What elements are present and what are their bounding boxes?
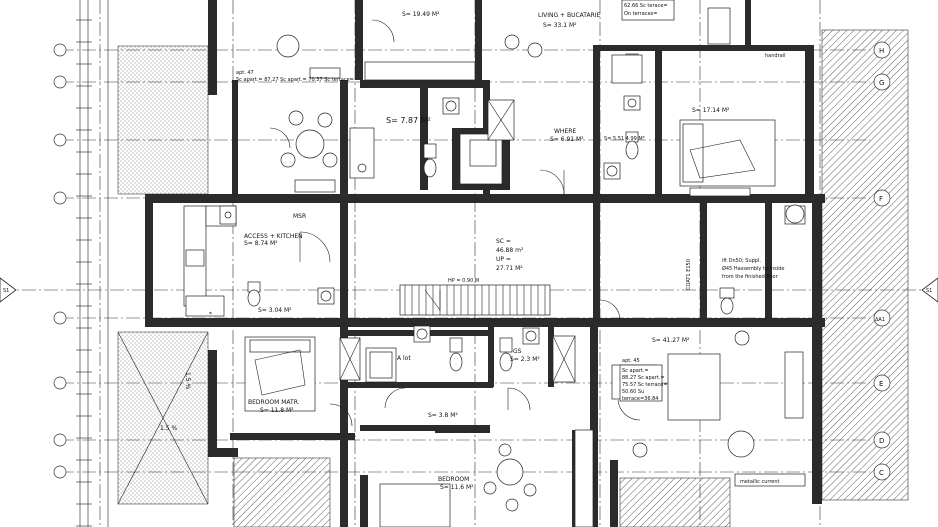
axis-label-e: E — [879, 380, 883, 388]
balcony-slope-2: 1.5 % — [160, 425, 177, 432]
axis-label-f: F — [879, 195, 883, 203]
grid-bubbles-right: H G F E D C ΔA1 — [873, 41, 891, 481]
duct-note-1: ift Dn50; Suppl. — [722, 258, 761, 264]
room-living-area: S= 33.1 M² — [543, 22, 577, 29]
room-small-area: S= 3.04 M² — [258, 307, 292, 314]
sc-value: 46.88 m² — [496, 247, 524, 254]
axis-label-c: C — [879, 469, 884, 477]
room-access-kitchen: ACCESS + KITCHEN — [244, 233, 303, 240]
room-bedroom-matr: BEDROOM MATR. — [248, 399, 300, 406]
apt45-line-4: 50.60 Su — [622, 389, 644, 395]
terrace-note-2: On terraces= — [624, 11, 657, 17]
duct-note-2: Ø45 Hassembly to inside — [722, 265, 784, 272]
duct-note-3: from the finished floor — [722, 274, 779, 280]
exterior-hatch-bottom-left — [233, 457, 331, 527]
room-access-area: S= 8.74 M² — [244, 240, 278, 247]
dimension-strip-left — [76, 0, 109, 527]
section-label-right: S1 — [926, 288, 932, 294]
room-bedroom-area: S= 11.6 M² — [440, 484, 474, 491]
section-marker-left: S1 — [0, 277, 17, 303]
room-living-bucatarie: LIVING + BUCATARIE — [538, 12, 601, 19]
room-gs: GS — [513, 348, 522, 355]
room-bedroom-matr-area: S= 11.8 M² — [260, 407, 294, 414]
terrace-note-1: 62.66 Sc terace= — [624, 3, 668, 9]
room-787: S= 7.87 M² — [386, 116, 431, 125]
walls — [145, 0, 825, 527]
door-swings — [269, 19, 641, 427]
exterior-hatch-right — [821, 29, 909, 501]
room-1714: S= 17.14 M² — [692, 107, 730, 114]
vertical-note: COAT1 E150 — [686, 259, 692, 290]
axis-label-g: G — [879, 79, 884, 87]
apt47-label: apt. 47 — [236, 70, 254, 76]
metallic-current-label: metallic current — [740, 479, 780, 485]
apt45-line-3: 75.57 Sc terrace= — [622, 382, 668, 388]
room-area-top-left: S= 19.49 M² — [402, 11, 440, 18]
apt45-line-2: 88.27 Sc apart.= — [622, 375, 665, 381]
apt47-areas: Sc apart.= 87.27 Sc apart.= 70.37 Sc ter… — [236, 77, 354, 83]
svg-text:*: * — [209, 311, 212, 318]
axis-label-h: H — [879, 47, 884, 55]
room-corridor-area: S= 3.8 M² — [428, 412, 458, 419]
sc-label: SC = — [496, 238, 511, 245]
room-where-area: S= 6.91 M² — [550, 136, 584, 143]
grid-bubbles-left — [53, 43, 67, 479]
apt45-line-5: terrace=36.84 — [622, 396, 658, 402]
room-gs-area: S= 2.3 M² — [510, 356, 540, 363]
hp-label: HP = 0.90 M — [448, 278, 479, 284]
handrail-label: handrail — [765, 53, 785, 59]
room-living-4127: S= 41.27 M² — [652, 337, 690, 344]
up-label: UP = — [496, 256, 511, 263]
axis-label-d: D — [879, 437, 884, 445]
section-tag: ΔA1 — [875, 317, 885, 323]
room-bedroom: BEDROOM — [438, 476, 469, 483]
section-label-left: S1 — [3, 288, 9, 294]
fixtures: * — [183, 7, 806, 527]
exterior-hatch-bottom-right — [619, 477, 731, 527]
balcony-top-left — [117, 45, 209, 195]
elevator-shaft — [339, 99, 576, 383]
up-value: 27.71 M² — [496, 265, 523, 272]
msr-label: MSR — [293, 213, 306, 220]
section-marker-right: S1 — [921, 277, 938, 303]
balcony-slope-1: 1.5 % — [184, 372, 191, 389]
apt45-line-1: Sc apart.= — [622, 368, 649, 374]
apt45-label: apt. 45 — [622, 358, 640, 364]
stair — [399, 284, 551, 316]
bath-area: S= 5.51 4.99 M² — [604, 136, 645, 142]
room-a-lot: A lot — [397, 355, 411, 362]
room-where: WHERE — [554, 128, 576, 135]
